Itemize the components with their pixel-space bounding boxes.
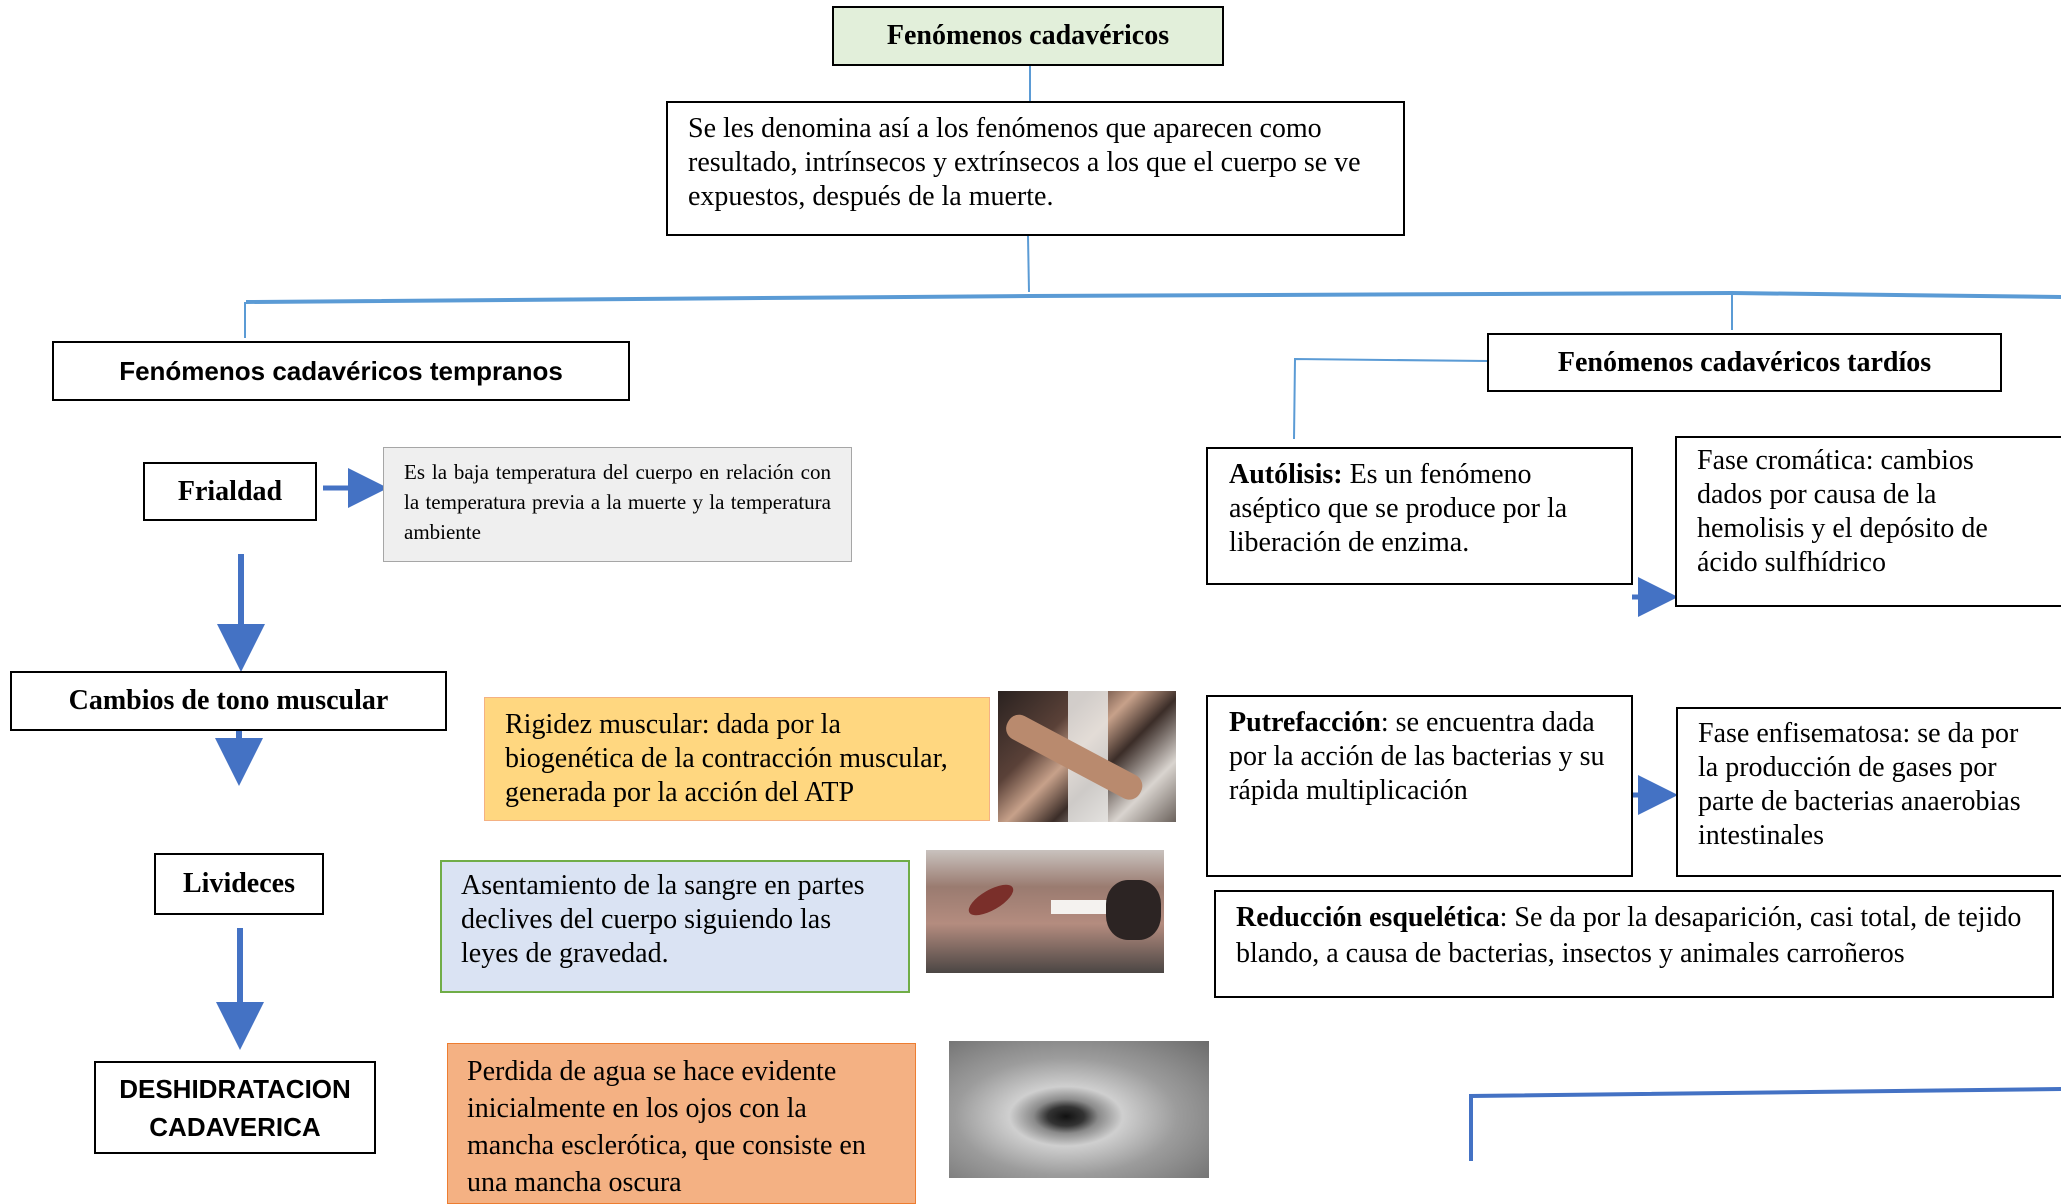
tardios-heading: Fenómenos cadavéricos tardíos <box>1487 333 2002 392</box>
frialdad-description: Es la baja temperatura del cuerpo en rel… <box>404 460 831 544</box>
fase-enfisematosa-text: Fase enfisematosa: se da por la producci… <box>1698 718 2021 851</box>
fase-enfisematosa-box: Fase enfisematosa: se da por la producci… <box>1676 707 2061 877</box>
definition-text: Se les denomina así a los fenómenos que … <box>688 113 1361 212</box>
putrefaccion-text: : se encuentra dada por la acción de las… <box>1229 707 1605 806</box>
deshidratacion-description: Perdida de agua se hace evidente inicial… <box>467 1056 866 1198</box>
rigidez-description: Rigidez muscular: dada por la biogenétic… <box>505 709 948 808</box>
fase-cromatica-box: Fase cromática: cambios dados por causa … <box>1675 436 2061 607</box>
connector-bottom-right <box>1469 1087 2061 1161</box>
frialdad-label: Frialdad <box>177 475 283 507</box>
putrefaccion-box: Putrefacción: se encuentra dada por la a… <box>1206 695 1633 877</box>
frialdad-description-box: Es la baja temperatura del cuerpo en rel… <box>383 447 852 562</box>
deshidratacion-box: DESHIDRATACION CADAVERICA <box>94 1061 376 1154</box>
connector-main-branch <box>245 290 2061 304</box>
connector-definition-branch <box>1027 235 1030 293</box>
livideces-description-box: Asentamiento de la sangre en partes decl… <box>440 860 910 993</box>
deshidratacion-label-line1: DESHIDRATACION <box>119 1073 351 1104</box>
page-title: Fenómenos cadavéricos <box>886 20 1170 51</box>
rigidez-description-box: Rigidez muscular: dada por la biogenétic… <box>484 697 990 821</box>
livideces-description: Asentamiento de la sangre en partes decl… <box>461 870 865 969</box>
tono-label: Cambios de tono muscular <box>68 685 389 716</box>
autolisis-text: Es un fenómeno aséptico que se produce p… <box>1229 459 1568 558</box>
deshidratacion-label-line2: CADAVERICA <box>149 1111 321 1142</box>
putrefaccion-term: Putrefacción <box>1229 707 1381 738</box>
livideces-photo <box>926 850 1164 973</box>
deshidratacion-photo <box>949 1041 1209 1178</box>
livideces-box: Livideces <box>154 853 324 915</box>
deshidratacion-description-box: Perdida de agua se hace evidente inicial… <box>447 1043 916 1204</box>
frialdad-box: Frialdad <box>143 462 317 521</box>
reduccion-box: Reducción esquelética: Se da por la desa… <box>1214 890 2054 998</box>
livideces-label: Livideces <box>183 868 295 899</box>
tardios-heading-text: Fenómenos cadavéricos tardíos <box>1557 346 1932 378</box>
connector-tardios-autolisis <box>1293 357 1488 440</box>
autolisis-term: Autólisis: <box>1229 459 1343 490</box>
tempranos-heading-text: Fenómenos cadavéricos tempranos <box>119 355 563 386</box>
fase-cromatica-text: Fase cromática: cambios dados por causa … <box>1697 445 1988 578</box>
tono-box: Cambios de tono muscular <box>10 671 447 731</box>
tempranos-heading: Fenómenos cadavéricos tempranos <box>52 341 630 401</box>
title-box: Fenómenos cadavéricos <box>832 6 1224 66</box>
rigidez-photo <box>998 691 1176 822</box>
reduccion-text: : Se da por la desaparición, casi total,… <box>1236 902 2022 969</box>
reduccion-term: Reducción esquelética <box>1236 902 1500 933</box>
autolisis-box: Autólisis: Es un fenómeno aséptico que s… <box>1206 447 1633 585</box>
definition-box: Se les denomina así a los fenómenos que … <box>666 101 1405 236</box>
